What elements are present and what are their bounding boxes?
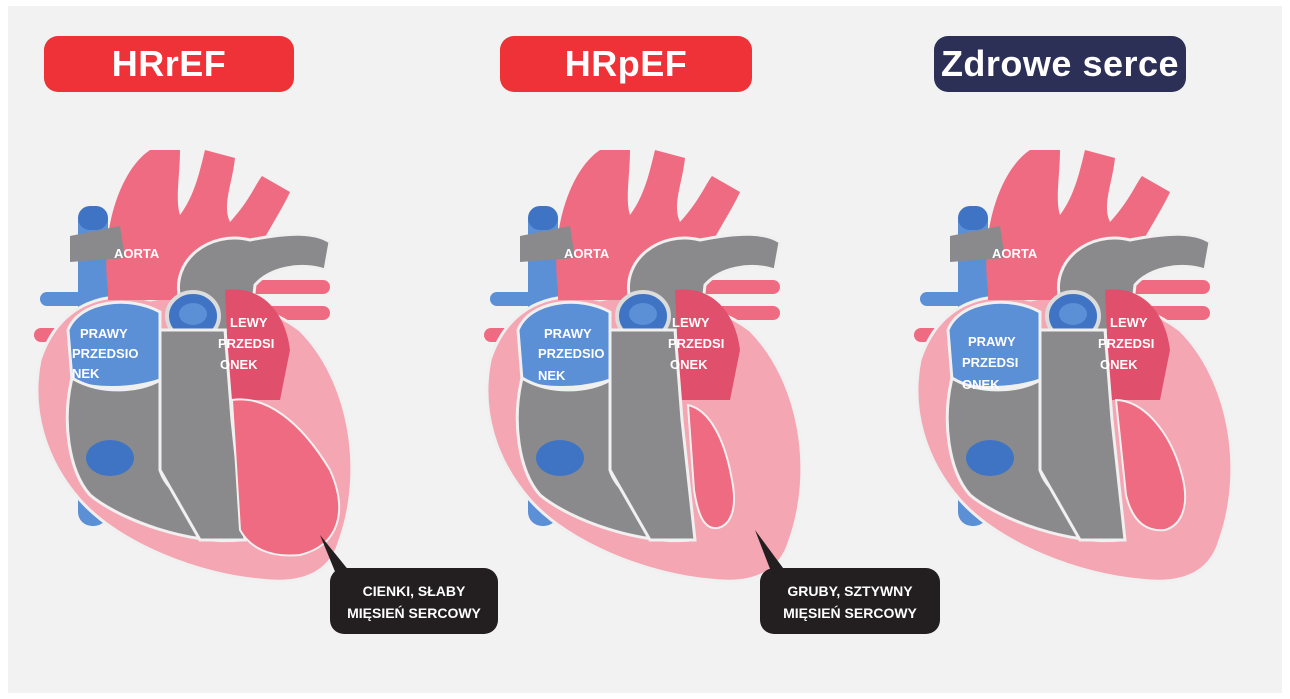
label-right-atrium-hrpef-3: NEK [538, 368, 566, 383]
label-left-atrium-hrpef-2: PRZEDSI [668, 336, 724, 351]
label-right-atrium-hrpef-1: PRAWY [544, 326, 592, 341]
label-right-atrium-hrpef-2: PRZEDSIO [538, 346, 604, 361]
label-right-atrium-healthy-1: PRAWY [968, 334, 1016, 349]
label-right-atrium-healthy-3: ONEK [962, 377, 1000, 392]
label-left-atrium-healthy-3: ONEK [1100, 357, 1138, 372]
label-right-atrium-healthy-2: PRZEDSI [962, 355, 1018, 370]
heart-hrpef [484, 150, 802, 581]
callout-hrpef-line1: GRUBY, SZTYWNY [787, 583, 913, 599]
label-right-atrium-hrref-3: NEK [72, 366, 100, 381]
label-aorta-hrpef: AORTA [564, 246, 610, 261]
callout-hrpef-line2: MIĘSIEŃ SERCOWY [783, 605, 917, 621]
label-aorta-healthy: AORTA [992, 246, 1038, 261]
label-left-atrium-hrref-1: LEWY [230, 315, 268, 330]
label-left-atrium-healthy-2: PRZEDSI [1098, 336, 1154, 351]
label-left-atrium-healthy-1: LEWY [1110, 315, 1148, 330]
label-left-atrium-hrpef-1: LEWY [672, 315, 710, 330]
callout-hrref-line1: CIENKI, SŁABY [363, 583, 466, 599]
label-left-atrium-hrref-2: PRZEDSI [218, 336, 274, 351]
label-right-atrium-hrref-1: PRAWY [80, 326, 128, 341]
label-left-atrium-hrpef-3: ONEK [670, 357, 708, 372]
label-right-atrium-hrref-2: PRZEDSIO [72, 346, 138, 361]
callout-hrref-line2: MIĘSIEŃ SERCOWY [347, 605, 481, 621]
label-aorta-hrref: AORTA [114, 246, 160, 261]
label-left-atrium-hrref-3: ONEK [220, 357, 258, 372]
callout-hrref: CIENKI, SŁABY MIĘSIEŃ SERCOWY [320, 535, 498, 634]
